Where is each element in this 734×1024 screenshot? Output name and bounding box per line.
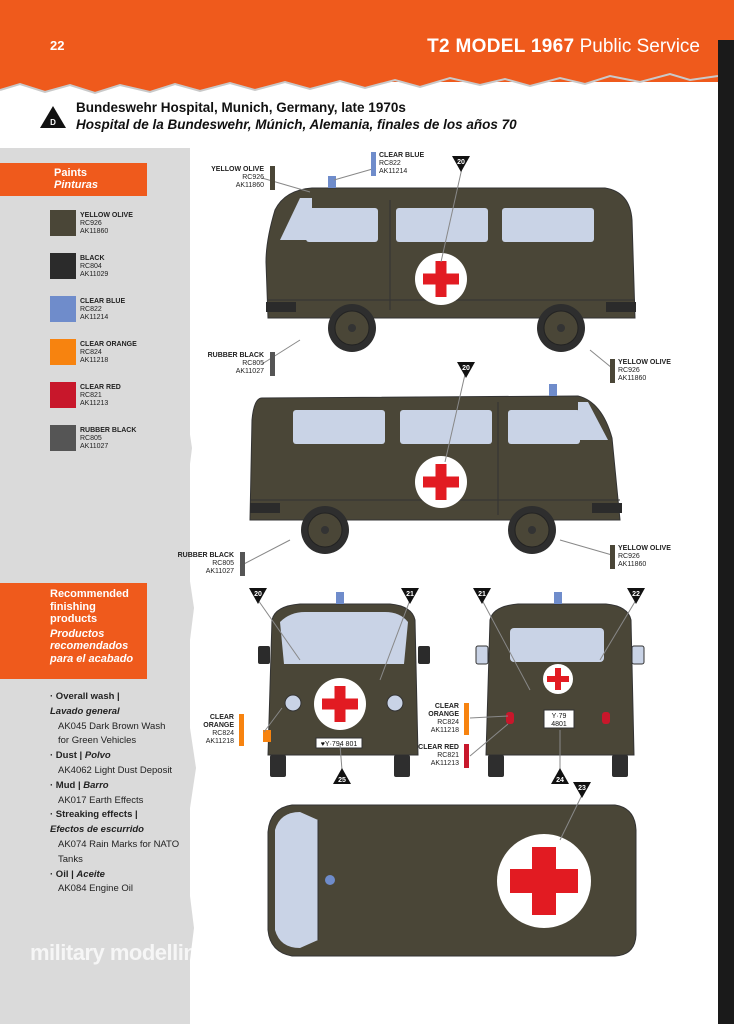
decal-marker-21: 21 [401, 588, 419, 604]
decal-marker-21: 21 [473, 588, 491, 604]
paint-swatch [50, 210, 76, 236]
svg-text:23: 23 [578, 785, 586, 792]
callout-swatch [610, 545, 615, 569]
paint-swatch [50, 296, 76, 322]
scheme-title-es: Hospital de la Bundeswehr, Múnich, Alema… [76, 117, 517, 132]
list-item: · Dust | Polvo [50, 750, 111, 762]
page-number: 22 [50, 38, 65, 53]
svg-text:20: 20 [254, 591, 262, 598]
svg-text:Y·79: Y·79 [552, 713, 567, 720]
callout-swatch [239, 714, 244, 746]
list-item: · Overall wash | [50, 691, 120, 702]
finishing-products-list: · Overall wash | Lavado general AK045 Da… [50, 691, 180, 895]
list-item: · Mud | Barro [50, 779, 109, 791]
leader-lines [239, 167, 637, 841]
paint-name: YELLOW OLIVE [80, 212, 133, 219]
paints-label: Paints Pinturas [0, 163, 147, 196]
svg-text:D: D [50, 118, 56, 127]
paint-name: BLACK [80, 255, 105, 262]
list-item: · Streaking effects | [50, 809, 138, 821]
paint-swatch [50, 253, 76, 279]
van-rear-view: Y·79 4801 [475, 592, 645, 777]
decal-marker-20: 20 [249, 588, 267, 604]
decal-marker-22: 22 [627, 588, 645, 604]
callout-swatch [464, 744, 469, 768]
svg-text:4801: 4801 [551, 721, 567, 728]
callout-swatch [270, 166, 275, 190]
van-top-view [267, 804, 637, 957]
decal-marker-25: 25 [333, 768, 351, 784]
paints-label-es: Pinturas [54, 179, 99, 191]
title-light: Public Service [579, 36, 700, 57]
paint-name: CLEAR BLUE [80, 298, 126, 305]
torn-paper-edge [0, 58, 718, 95]
svg-text:25: 25 [338, 777, 346, 784]
callout-swatch [371, 152, 376, 176]
paint-name: CLEAR RED [80, 384, 121, 391]
sidebar-brush-edge [160, 148, 196, 1024]
scheme-marker-icon: D [40, 106, 66, 128]
paint-swatch [50, 339, 76, 365]
svg-text:21: 21 [406, 591, 414, 598]
callout-swatch [610, 359, 615, 383]
paints-label-en: Paints [54, 167, 88, 179]
decal-marker-20: 20 [457, 362, 475, 378]
svg-text:20: 20 [462, 365, 470, 372]
van-side-view-right [249, 384, 622, 555]
decal-marker-20: 20 [452, 156, 470, 172]
right-edge-strip [718, 40, 734, 1024]
decal-number-markers: 20 20 20 21 21 22 25 24 23 [249, 156, 645, 798]
svg-text:24: 24 [556, 777, 564, 784]
callout-swatch [240, 552, 245, 576]
recommended-products-label: Recommended finishing products Productos… [0, 583, 147, 679]
header-corner [718, 0, 734, 40]
paint-swatch [50, 425, 76, 451]
van-side-view-left [265, 176, 636, 353]
svg-text:♥Y·794 801: ♥Y·794 801 [321, 741, 358, 748]
title-bold: T2 MODEL 1967 [427, 36, 575, 57]
van-front-view: ♥Y·794 801 [258, 592, 430, 777]
watermark: military modelling.info [30, 940, 230, 965]
paint-name: RUBBER BLACK [80, 427, 137, 434]
decal-marker-24: 24 [551, 768, 569, 784]
scheme-title-en: Bundeswehr Hospital, Munich, Germany, la… [76, 100, 406, 115]
svg-text:21: 21 [478, 591, 486, 598]
decal-marker-23: 23 [573, 782, 591, 798]
page-title: T2 MODEL 1967 Public Service [427, 36, 700, 58]
svg-text:20: 20 [457, 159, 465, 166]
svg-text:22: 22 [632, 591, 640, 598]
callout-swatch [464, 703, 469, 735]
callout-swatch [270, 352, 275, 376]
paint-name: CLEAR ORANGE [80, 341, 137, 348]
paint-swatch [50, 382, 76, 408]
list-item: · Oil | Aceite [50, 868, 105, 880]
